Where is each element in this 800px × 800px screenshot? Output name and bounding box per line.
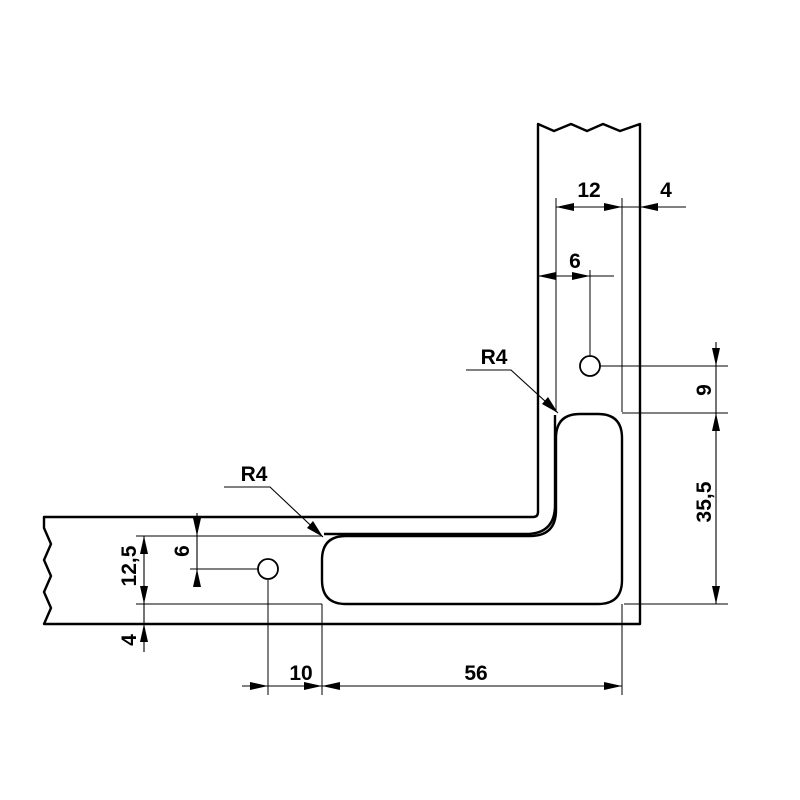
dimension-10: 10 — [242, 580, 323, 695]
dimension-56: 56 — [322, 604, 623, 695]
radius-lower-callout: R4 — [224, 463, 324, 538]
dimension-4-left-label: 4 — [118, 634, 141, 646]
dimension-4-top: 4 — [622, 179, 686, 211]
dimension-12-label: 12 — [577, 179, 600, 202]
dimension-12: 12 — [555, 179, 623, 412]
dimension-12-5: 12,5 — [118, 535, 322, 605]
lower-mounting-hole — [257, 558, 279, 580]
l-slot-outline — [320, 412, 624, 606]
dimension-9-label: 9 — [693, 384, 716, 396]
radius-upper-callout: R4 — [466, 346, 559, 414]
dimension-6-left-label: 6 — [171, 545, 194, 557]
bracket-outline — [42, 122, 642, 626]
dimension-9: 9 — [600, 342, 728, 431]
dimension-4-left: 4 — [118, 604, 148, 652]
dimension-6-top-label: 6 — [569, 250, 581, 273]
dimension-12-5-label: 12,5 — [118, 545, 141, 586]
dimension-35-5-label: 35,5 — [693, 481, 716, 522]
dimension-56-label: 56 — [464, 662, 487, 685]
upper-mounting-hole — [579, 355, 601, 377]
dimension-4-top-label: 4 — [660, 179, 672, 202]
radius-upper-label: R4 — [481, 346, 508, 369]
dimension-6-left: 6 — [171, 513, 258, 587]
radius-lower-label: R4 — [241, 463, 268, 486]
dimension-6-top: 6 — [538, 250, 614, 356]
dimension-10-label: 10 — [289, 662, 312, 685]
dimension-35-5: 35,5 — [624, 413, 728, 605]
